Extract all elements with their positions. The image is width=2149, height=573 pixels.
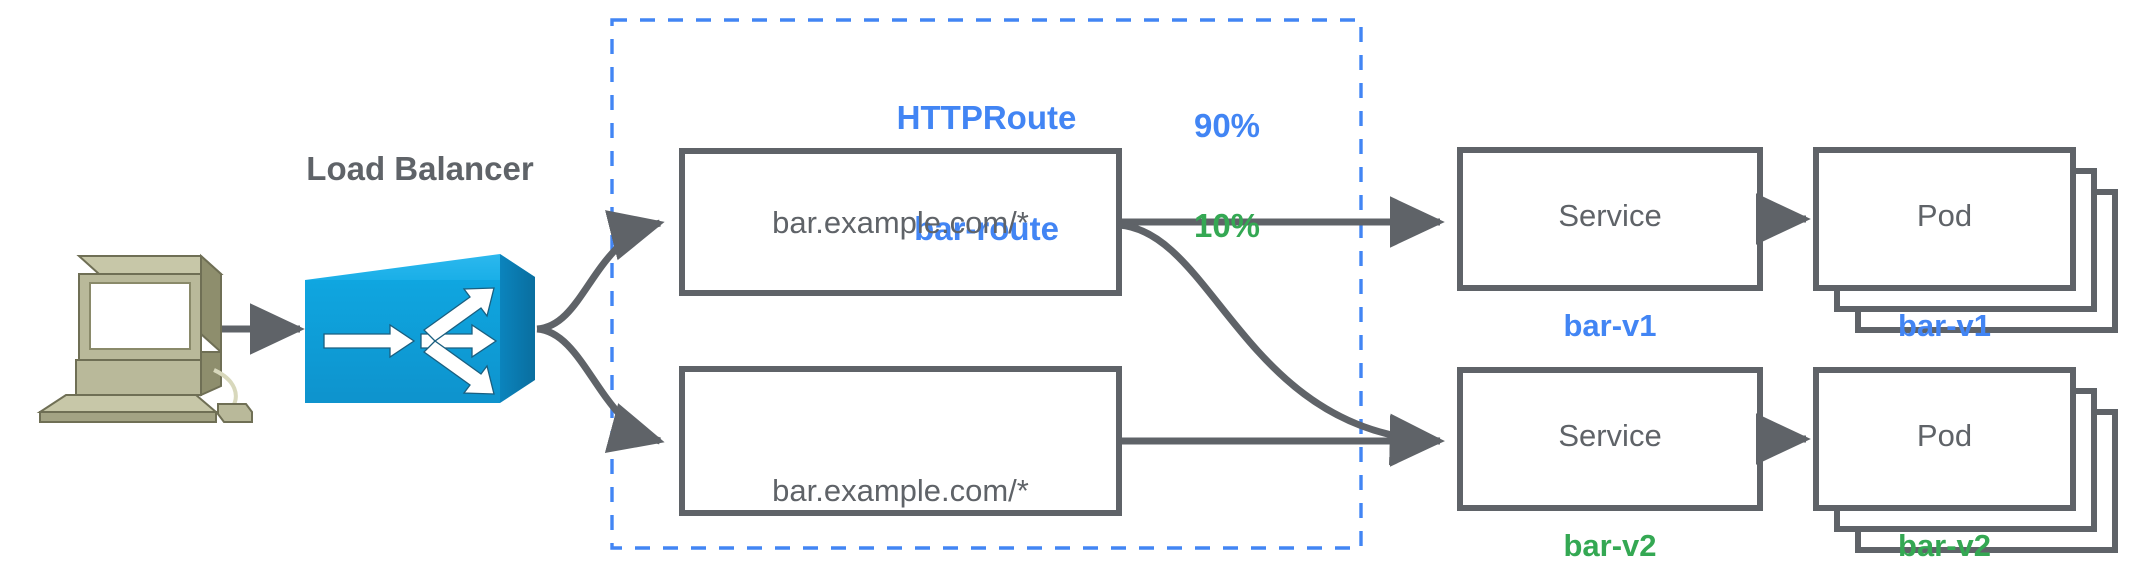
arrow-route-primary-to-service-v2 [1118, 221, 1445, 466]
load-balancer-switch-icon [305, 254, 535, 403]
pod-replica-front[interactable] [1813, 147, 2076, 291]
arrow-lb-to-route-primary [536, 210, 665, 333]
route-box-canary[interactable] [679, 366, 1122, 516]
service-box-bar-v1[interactable] [1457, 147, 1763, 291]
httproute-group-boundary [610, 18, 1363, 550]
service-box-bar-v2[interactable] [1457, 367, 1763, 511]
pod-stack-bar-v2 [1813, 367, 2118, 553]
pod-replica-front[interactable] [1813, 367, 2076, 511]
pod-stack-bar-v1 [1813, 147, 2118, 333]
route-box-primary[interactable] [679, 148, 1122, 296]
arrow-lb-to-route-canary [536, 325, 665, 453]
workstation-icon [36, 253, 253, 423]
